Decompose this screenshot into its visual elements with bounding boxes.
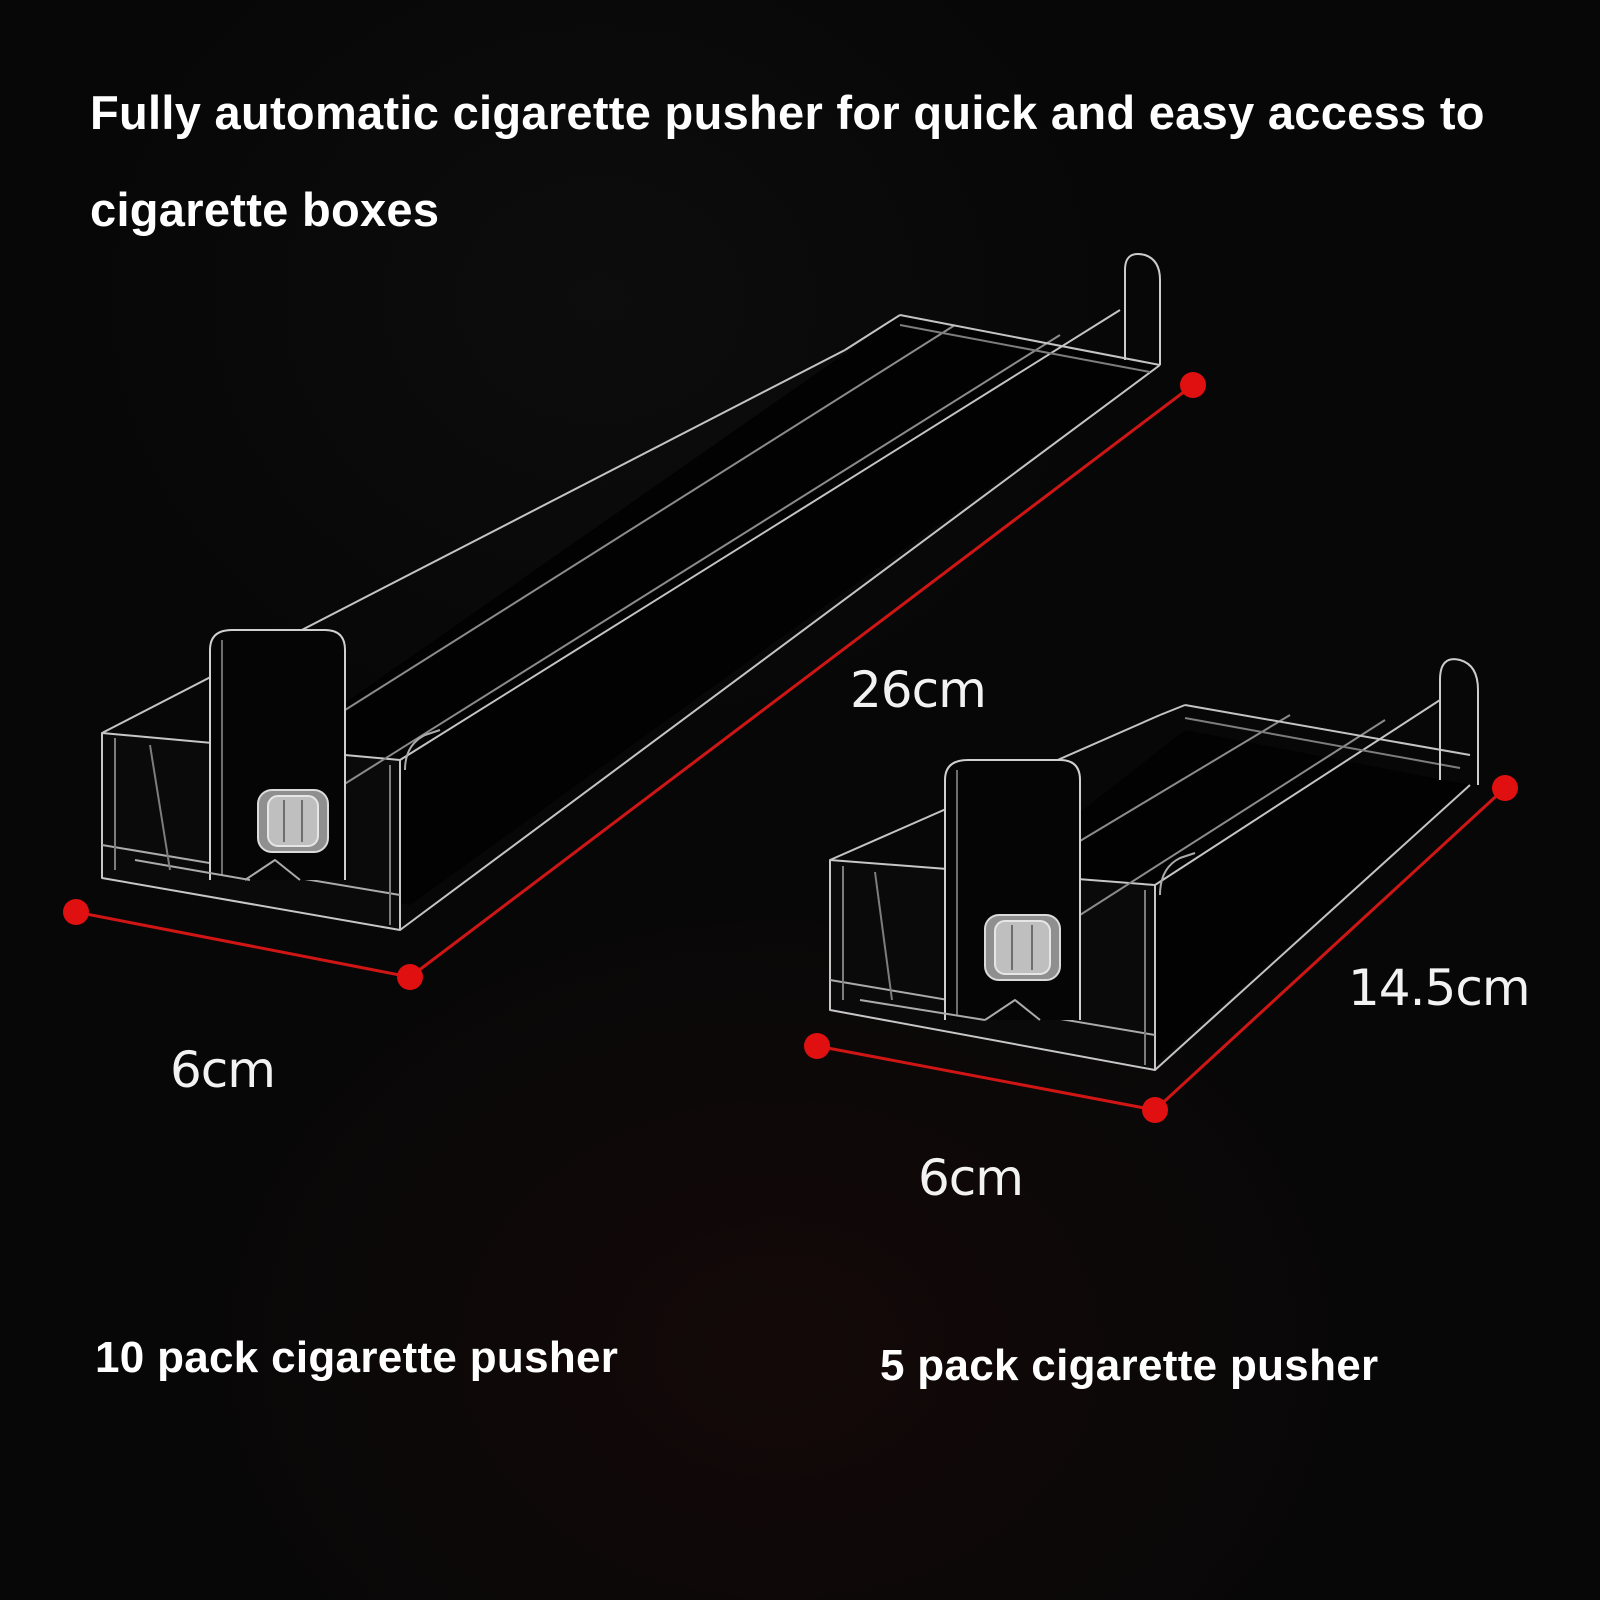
small-pusher-caption: 5 pack cigarette pusher [880, 1341, 1379, 1390]
measure-dot-icon [1180, 372, 1206, 398]
small-pusher-measure-lines [804, 775, 1518, 1123]
large-pusher-length-label: 26cm [850, 661, 987, 719]
large-pusher-width-label: 6cm [170, 1041, 276, 1099]
measure-dot-icon [804, 1033, 830, 1059]
measure-dot-icon [397, 964, 423, 990]
small-pusher-width-label: 6cm [918, 1149, 1024, 1207]
small-pusher-length-label: 14.5cm [1348, 959, 1531, 1017]
measure-dot-icon [1492, 775, 1518, 801]
measure-dot-icon [1142, 1097, 1168, 1123]
large-pusher-measure-lines [63, 372, 1206, 990]
large-pusher-image [101, 253, 1161, 931]
small-pusher-image [829, 658, 1479, 1071]
large-pusher-caption: 10 pack cigarette pusher [95, 1333, 619, 1382]
measure-dot-icon [63, 899, 89, 925]
headline: Fully automatic cigarette pusher for qui… [90, 86, 1485, 236]
